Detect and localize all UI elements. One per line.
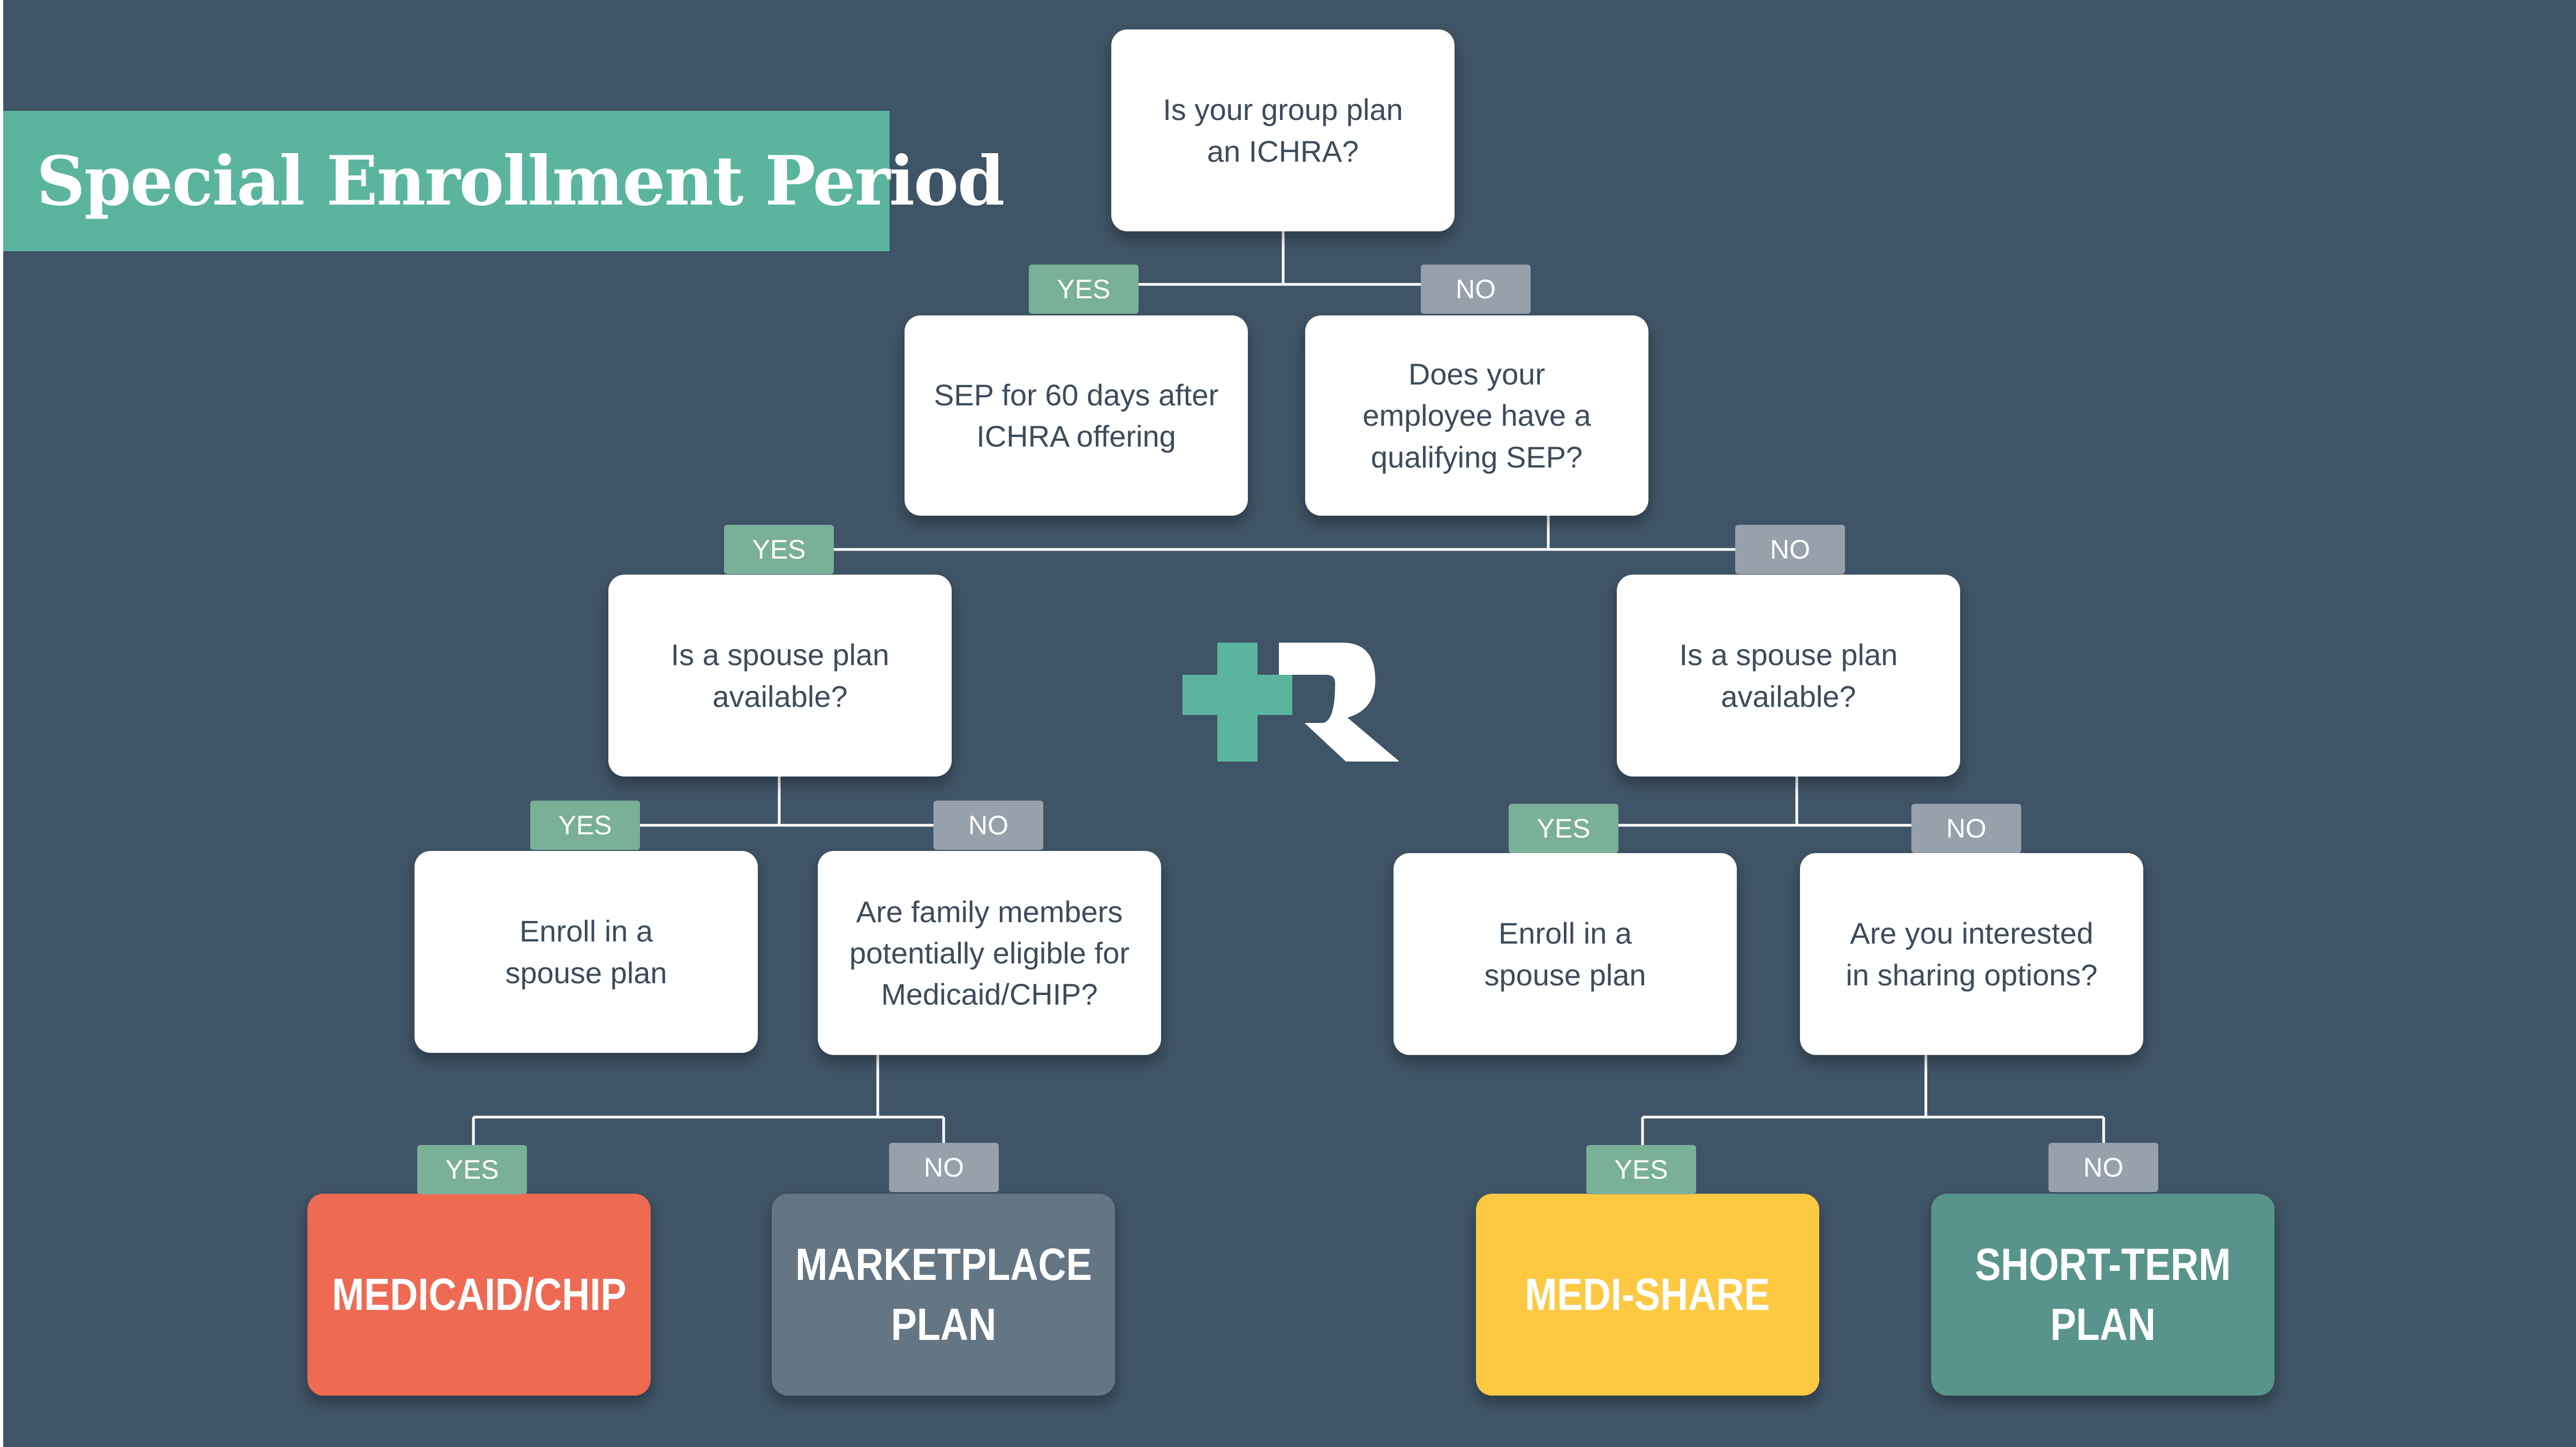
node-label: Enroll in a spouse plan — [505, 914, 667, 990]
outcome-label: MEDICAID/CHIP — [332, 1269, 627, 1320]
no-tag: NO — [889, 1143, 999, 1192]
node-spouse-plan-question-right: Is a spouse plan available? — [1617, 575, 1960, 777]
node-enroll-spouse-right: Enroll in a spouse plan — [1394, 853, 1737, 1055]
connector-ichra — [1087, 231, 1479, 286]
yes-tag: YES — [530, 801, 640, 850]
outcome-short-term-plan: SHORT-TERM PLAN — [1931, 1194, 2274, 1396]
node-label: Enroll in a spouse plan — [1484, 916, 1646, 992]
plus-r-logo-icon — [1182, 643, 1399, 762]
yes-tag: YES — [1029, 265, 1139, 314]
node-label: Is a spouse plan available? — [671, 638, 890, 713]
outcome-marketplace-plan: MARKETPLACE PLAN — [772, 1194, 1115, 1396]
yes-tag: YES — [1586, 1145, 1696, 1194]
node-sep-60-days: SEP for 60 days after ICHRA offering — [905, 315, 1248, 516]
no-tag: NO — [2048, 1143, 2158, 1192]
node-enroll-spouse-left: Enroll in a spouse plan — [415, 851, 758, 1053]
outcome-label: SHORT-TERM PLAN — [1975, 1239, 2231, 1350]
yes-tag: YES — [417, 1145, 527, 1194]
outcome-medi-share: MEDI-SHARE — [1476, 1194, 1819, 1396]
outcome-label: MEDI-SHARE — [1525, 1269, 1771, 1320]
outcome-medicaid-chip: MEDICAID/CHIP — [307, 1194, 651, 1396]
no-tag: NO — [1911, 804, 2021, 853]
node-label: SEP for 60 days after ICHRA offering — [933, 378, 1219, 453]
no-tag: NO — [1735, 525, 1845, 574]
page-title: Special Enrollment Period — [36, 141, 1005, 221]
title-banner: Special Enrollment Period — [3, 111, 1005, 251]
node-label: Is a spouse plan available? — [1679, 638, 1898, 713]
node-sharing-question: Are you interested in sharing options? — [1800, 853, 2143, 1055]
node-qualifying-sep-question: Does your employee have a qualifying SEP… — [1305, 315, 1648, 516]
connector-sharing — [1641, 1055, 2105, 1145]
connector-spouse-right — [1563, 777, 1966, 827]
yes-tag: YES — [724, 525, 834, 574]
connector-spouse-left — [586, 777, 988, 827]
node-label: Are family members potentially eligible … — [849, 894, 1129, 1012]
node-label: Is your group plan an ICHRA? — [1163, 93, 1403, 168]
yes-tag: YES — [1509, 804, 1618, 853]
node-label: Are you interested in sharing options? — [1846, 916, 2098, 992]
no-tag: NO — [1421, 265, 1531, 314]
connector-qualifying-sep — [779, 516, 1844, 551]
node-spouse-plan-question-left: Is a spouse plan available? — [608, 575, 952, 777]
connector-medicaid — [472, 1055, 945, 1145]
node-ichra-question: Is your group plan an ICHRA? — [1111, 29, 1455, 231]
node-medicaid-question: Are family members potentially eligible … — [818, 851, 1161, 1055]
node-label: Does your employee have a qualifying SEP… — [1362, 357, 1591, 474]
no-tag: NO — [933, 801, 1043, 850]
outcome-label: MARKETPLACE PLAN — [795, 1239, 1092, 1350]
